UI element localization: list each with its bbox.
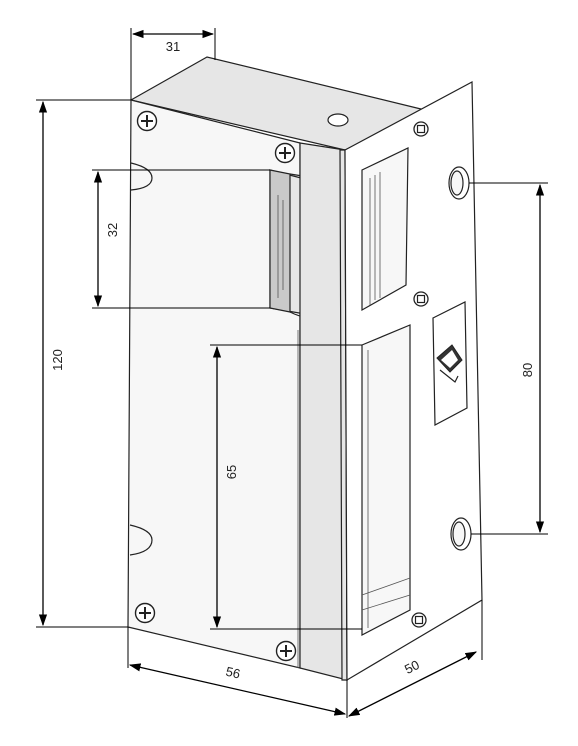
- dimension-lines: [36, 28, 548, 718]
- screw-icon: [413, 291, 429, 307]
- dim-line-56: [128, 663, 347, 716]
- dim-label-120: 120: [50, 349, 65, 371]
- dim-label-80: 80: [520, 363, 535, 377]
- logo-icon: [436, 344, 463, 383]
- screw-icon: [411, 612, 427, 628]
- dim-label-32: 32: [105, 223, 120, 237]
- notch-bottom: [129, 524, 153, 556]
- lower-opening: [361, 324, 411, 636]
- dimension-labels: 31 120 32 65 80 56 50: [50, 39, 535, 682]
- top-hole: [327, 113, 349, 127]
- dim-label-31: 31: [166, 39, 180, 54]
- dim-line-50: [347, 651, 478, 717]
- upper-opening: [361, 147, 409, 312]
- dim-label-56: 56: [224, 664, 241, 682]
- dim-label-50: 50: [402, 657, 422, 677]
- screw-icon: [274, 142, 296, 164]
- screws: [134, 110, 429, 662]
- strike-side: [269, 169, 291, 313]
- screw-icon: [136, 110, 158, 132]
- screw-icon: [134, 602, 156, 624]
- screw-icon: [413, 121, 429, 137]
- screw-icon: [275, 640, 297, 662]
- notch-top: [130, 162, 153, 191]
- faceplate: [339, 81, 483, 682]
- dim-label-65: 65: [224, 465, 239, 479]
